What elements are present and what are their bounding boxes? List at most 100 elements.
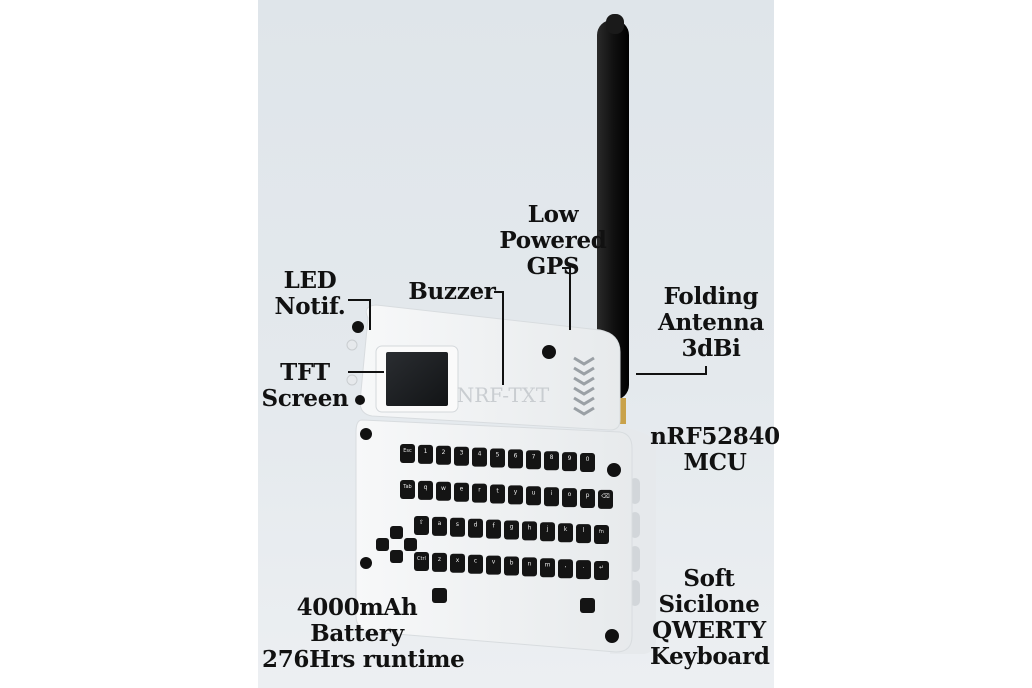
key-cap xyxy=(454,446,469,466)
key-cap xyxy=(522,557,537,577)
key-cap xyxy=(436,445,451,465)
key-label: o xyxy=(568,491,572,498)
key-row2-0[interactable]: Tab xyxy=(400,480,415,499)
key-row2-9[interactable]: o xyxy=(562,488,577,508)
key-row3-3[interactable]: d xyxy=(468,518,483,538)
key-cap xyxy=(562,452,577,472)
key-row2-6[interactable]: y xyxy=(508,485,523,505)
label-keyboard-line1: Soft xyxy=(683,565,735,592)
key-row3-4[interactable]: f xyxy=(486,519,501,539)
key-row4-4[interactable]: v xyxy=(486,555,501,575)
key-label: 3 xyxy=(460,450,464,457)
key-label: 2 xyxy=(442,449,446,456)
engraved-brand: NRF-TXT xyxy=(457,383,550,407)
key-row2-8[interactable]: i xyxy=(544,487,559,507)
dpad-key-3[interactable] xyxy=(404,538,417,551)
key-row4-7[interactable]: m xyxy=(540,558,555,578)
key-row3-9[interactable]: l xyxy=(576,524,591,544)
label-battery-line1: 4000mAh xyxy=(296,594,418,621)
key-row4-3[interactable]: c xyxy=(468,554,483,574)
key-row2-2[interactable]: w xyxy=(436,481,451,501)
key-row4-0[interactable]: Ctrl xyxy=(414,552,429,571)
key-row5-0[interactable] xyxy=(432,588,447,603)
key-cap xyxy=(562,488,577,508)
key-cap xyxy=(526,486,541,506)
key-label: 0 xyxy=(586,456,590,463)
key-row2-5[interactable]: t xyxy=(490,484,505,504)
key-row3-1[interactable]: a xyxy=(432,516,447,536)
key-row3-6[interactable]: h xyxy=(522,521,537,541)
key-row4-10[interactable]: ↵ xyxy=(594,561,609,580)
label-mcu-line1: nRF52840 xyxy=(650,423,780,450)
key-row3-8[interactable]: k xyxy=(558,523,573,543)
label-keyboard-line3: QWERTY xyxy=(652,617,766,644)
key-row2-7[interactable]: u xyxy=(526,486,541,506)
key-cap xyxy=(418,480,433,500)
key-row3-2[interactable]: s xyxy=(450,517,465,537)
key-row4-1[interactable]: z xyxy=(432,552,447,572)
label-antenna-line2: Antenna xyxy=(657,309,765,336)
key-label: h xyxy=(528,524,532,531)
key-cap xyxy=(504,520,519,540)
label-battery-line3: 276Hrs runtime xyxy=(262,646,465,673)
label-tft-line2: Screen xyxy=(261,385,349,412)
key-row1-2[interactable]: 2 xyxy=(436,445,451,465)
label-antenna: Folding Antenna 3dBi xyxy=(644,284,778,362)
key-row1-9[interactable]: 9 xyxy=(562,452,577,472)
key-label: ⌫ xyxy=(600,493,609,500)
key-label: y xyxy=(514,488,518,495)
key-row1-8[interactable]: 8 xyxy=(544,451,559,471)
label-led: LED Notif. xyxy=(270,268,350,320)
key-row2-3[interactable]: e xyxy=(454,482,469,502)
key-cap xyxy=(486,555,501,575)
key-cap xyxy=(472,483,487,503)
key-label: ↵ xyxy=(599,564,604,571)
label-antenna-line1: Folding xyxy=(663,283,759,310)
label-keyboard: Soft Sicilone QWERTY Keyboard xyxy=(650,565,770,670)
key-row1-10[interactable]: 0 xyxy=(580,453,595,472)
key-label: j xyxy=(546,525,549,532)
key-row1-3[interactable]: 3 xyxy=(454,446,469,466)
key-row3-10[interactable]: fn xyxy=(594,525,609,544)
key-cap xyxy=(400,480,415,499)
dpad-key-2[interactable] xyxy=(390,550,403,563)
key-cap xyxy=(558,523,573,543)
key-cap xyxy=(504,556,519,576)
key-row3-0[interactable]: ⇧ xyxy=(414,516,429,535)
key-row2-1[interactable]: q xyxy=(418,480,433,500)
key-row4-2[interactable]: x xyxy=(450,553,465,573)
key-cap xyxy=(594,525,609,544)
key-row2-11[interactable]: ⌫ xyxy=(598,489,613,509)
key-row4-5[interactable]: b xyxy=(504,556,519,576)
key-label: u xyxy=(532,489,536,496)
key-row3-5[interactable]: g xyxy=(504,520,519,540)
key-row3-7[interactable]: j xyxy=(540,522,555,542)
key-row1-5[interactable]: 5 xyxy=(490,448,505,468)
key-label: p xyxy=(586,492,590,499)
key-row1-1[interactable]: 1 xyxy=(418,444,433,464)
key-cap xyxy=(544,451,559,471)
key-label: n xyxy=(528,560,532,567)
key-label: g xyxy=(510,524,514,531)
key-label: ⇧ xyxy=(419,519,424,526)
key-row1-6[interactable]: 6 xyxy=(508,449,523,469)
device-top xyxy=(346,304,621,431)
key-row2-10[interactable]: p xyxy=(580,489,595,508)
key-row1-7[interactable]: 7 xyxy=(526,450,541,470)
key-cap xyxy=(432,516,447,536)
key-cap xyxy=(522,521,537,541)
key-label: z xyxy=(438,556,441,563)
key-cap xyxy=(414,516,429,535)
key-row1-4[interactable]: 4 xyxy=(472,447,487,467)
label-antenna-line3: 3dBi xyxy=(681,335,741,362)
key-row2-4[interactable]: r xyxy=(472,483,487,503)
dpad-key-1[interactable] xyxy=(390,526,403,539)
dpad-key-0[interactable] xyxy=(376,538,389,551)
key-row4-8[interactable]: , xyxy=(558,559,573,579)
key-label: 5 xyxy=(496,452,500,459)
key-label: t xyxy=(496,488,499,495)
key-row1-0[interactable]: Esc xyxy=(400,444,415,463)
key-row4-6[interactable]: n xyxy=(522,557,537,577)
key-row4-9[interactable]: . xyxy=(576,560,591,580)
key-row5-1[interactable] xyxy=(580,598,595,613)
